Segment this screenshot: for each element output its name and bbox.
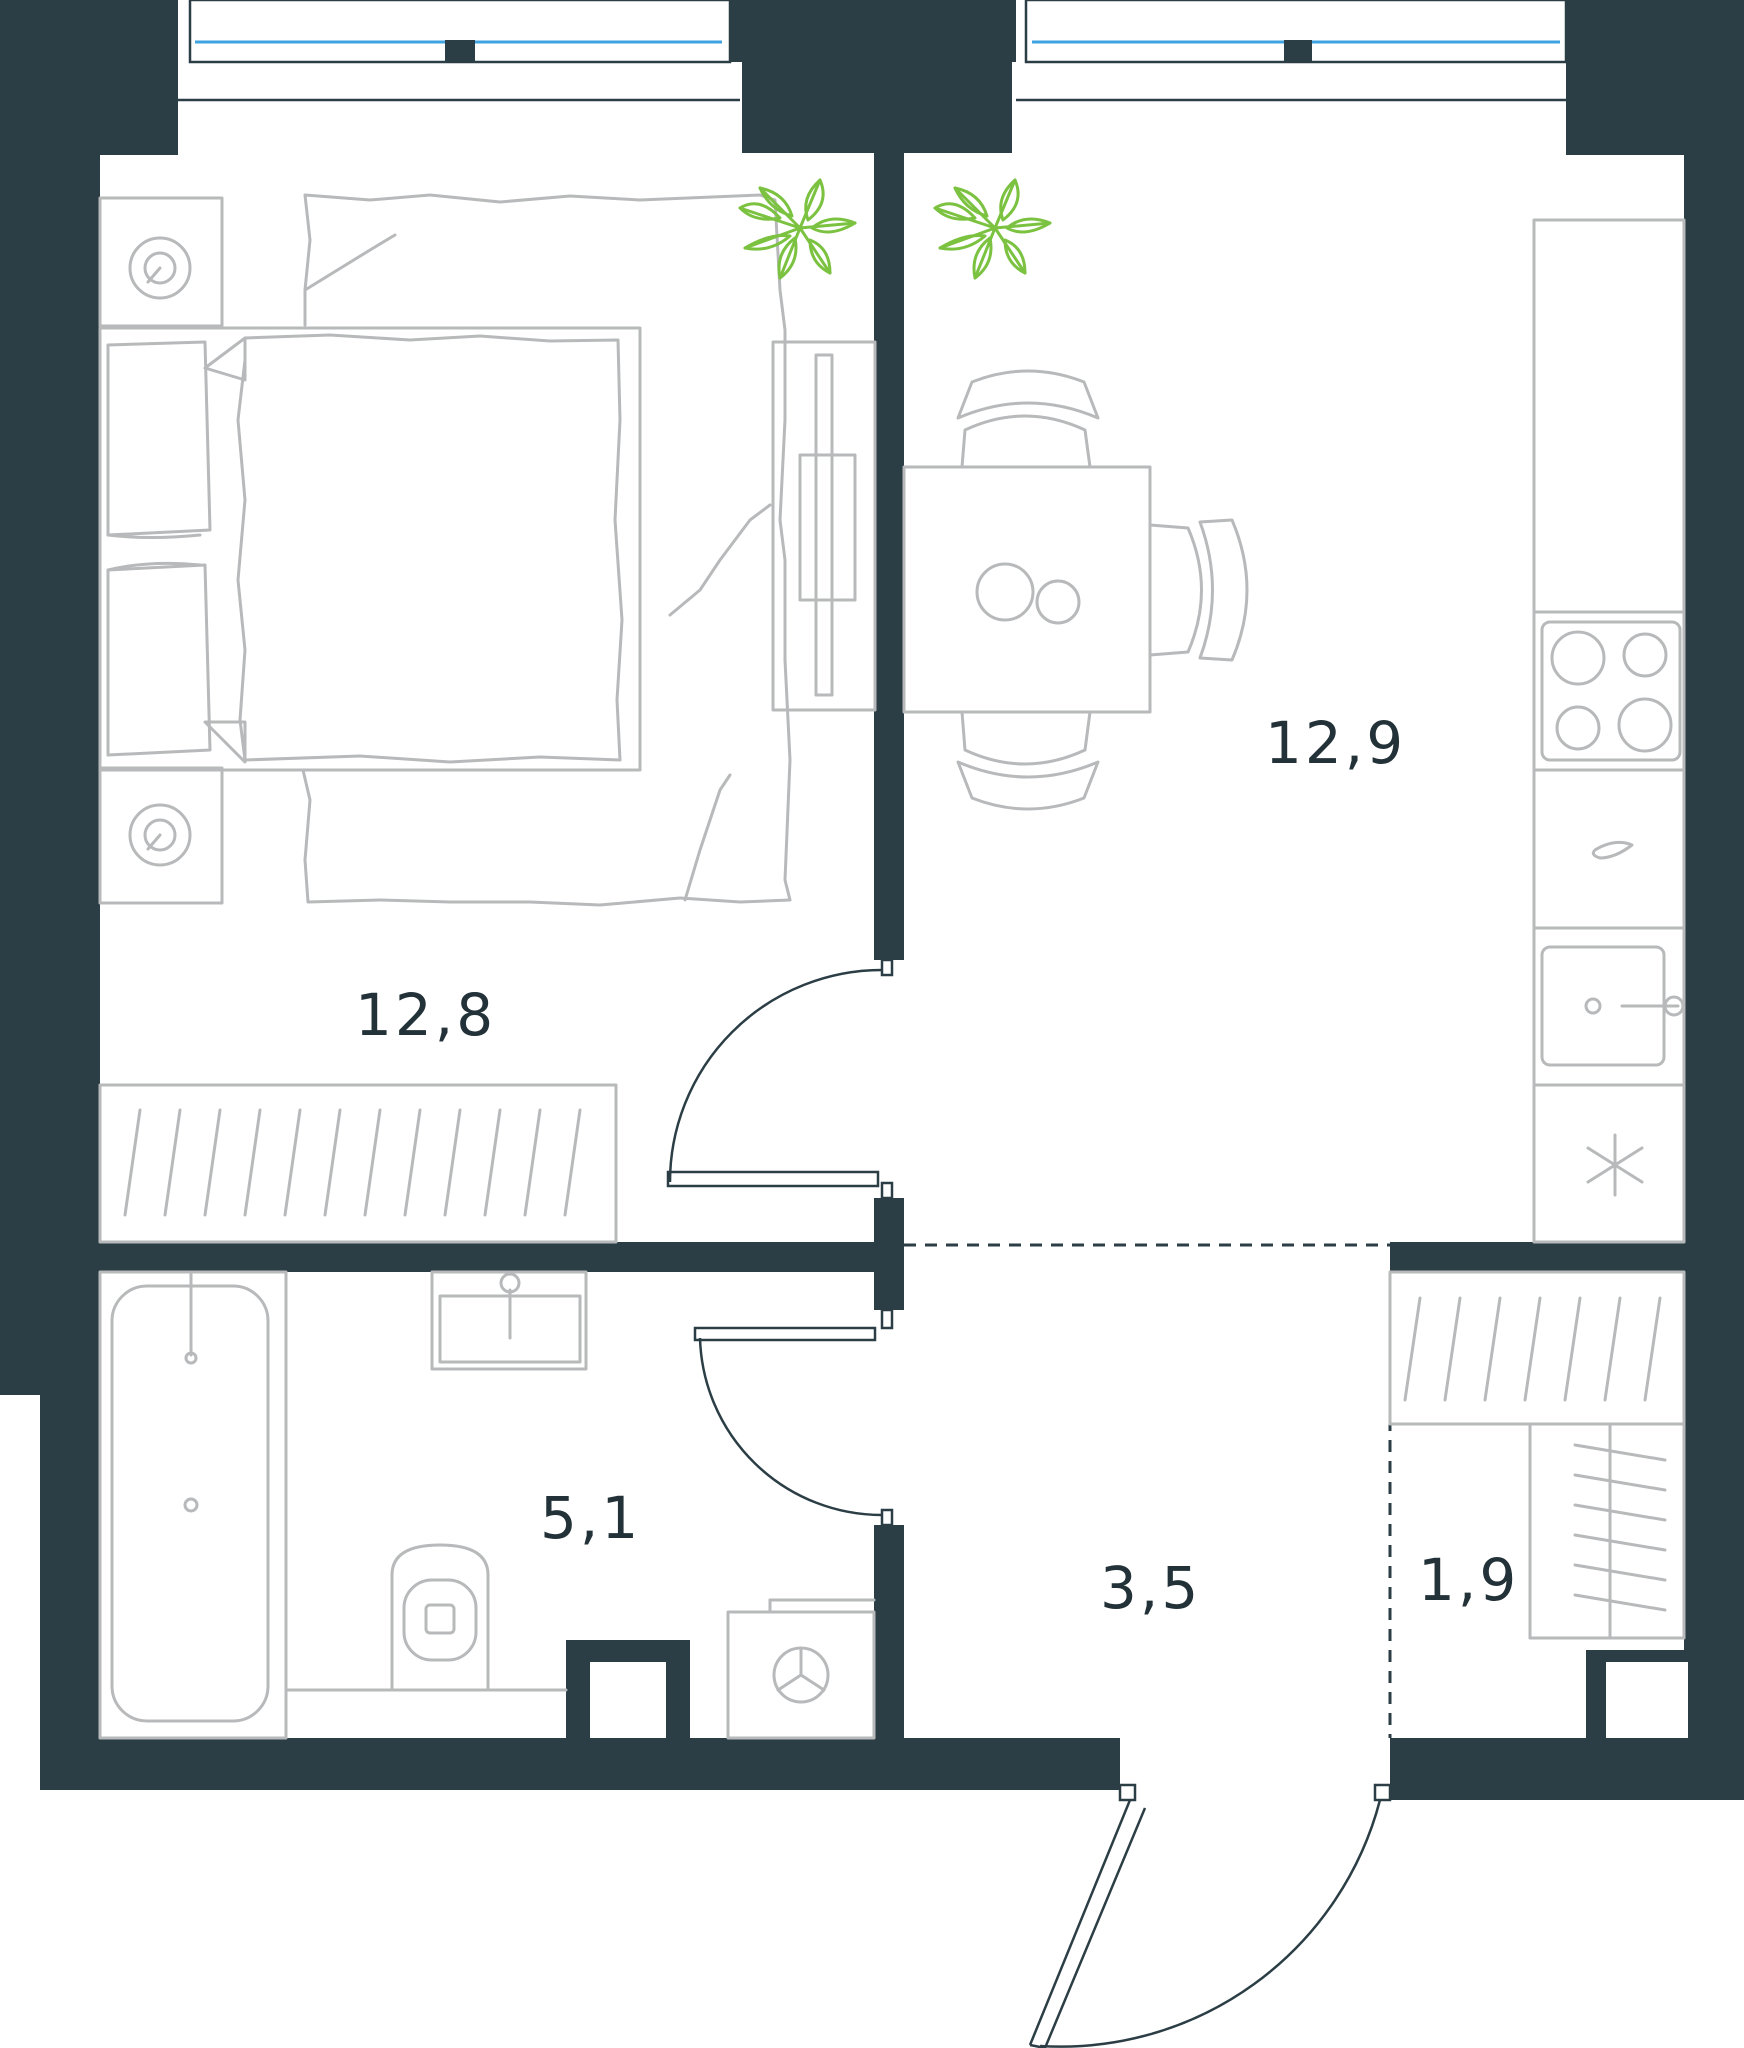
tv bbox=[814, 353, 834, 697]
kitchen-counter bbox=[1532, 218, 1686, 1244]
sink-icon bbox=[1540, 945, 1685, 1067]
bathroom-area-label: 5,1 bbox=[540, 1484, 641, 1552]
nightstand-bottom bbox=[98, 766, 224, 905]
blanket bbox=[236, 333, 624, 764]
dining-table bbox=[902, 465, 1152, 714]
sink-icon bbox=[430, 1270, 588, 1371]
dining-set bbox=[902, 369, 1249, 811]
fridge-icon bbox=[1586, 1133, 1644, 1197]
doors bbox=[666, 958, 1392, 2048]
bedroom-furniture bbox=[98, 193, 877, 1244]
tv-stand bbox=[771, 340, 877, 712]
windows bbox=[178, 0, 1580, 102]
plant-icon bbox=[738, 178, 857, 280]
toilet-icon bbox=[390, 1543, 490, 1692]
washing-machine-icon bbox=[726, 1598, 876, 1740]
stove-icon bbox=[1540, 620, 1682, 762]
window-right bbox=[1016, 0, 1580, 102]
rug bbox=[301, 193, 792, 907]
kitchen-area-label: 12,9 bbox=[1265, 709, 1406, 777]
storage-wardrobe bbox=[1388, 1270, 1686, 1640]
hallway-area-label: 3,5 bbox=[1100, 1554, 1201, 1622]
walls bbox=[0, 0, 1744, 1800]
bathtub-icon bbox=[98, 1270, 288, 1740]
window-left bbox=[178, 0, 740, 102]
bedroom-door bbox=[666, 958, 894, 1200]
plant-icon bbox=[933, 178, 1052, 280]
storage-area-label: 1,9 bbox=[1418, 1546, 1519, 1614]
entrance-door bbox=[1028, 1783, 1392, 2048]
nightstand-top bbox=[98, 196, 224, 328]
bathroom-door bbox=[693, 1308, 894, 1527]
wardrobe-bedroom bbox=[98, 1083, 618, 1244]
bed-frame bbox=[98, 326, 642, 772]
area-labels: 12,8 12,9 5,1 3,5 1,9 bbox=[355, 709, 1519, 1622]
bathroom-fixtures bbox=[98, 1270, 876, 1740]
bedroom-area-label: 12,8 bbox=[355, 981, 496, 1049]
